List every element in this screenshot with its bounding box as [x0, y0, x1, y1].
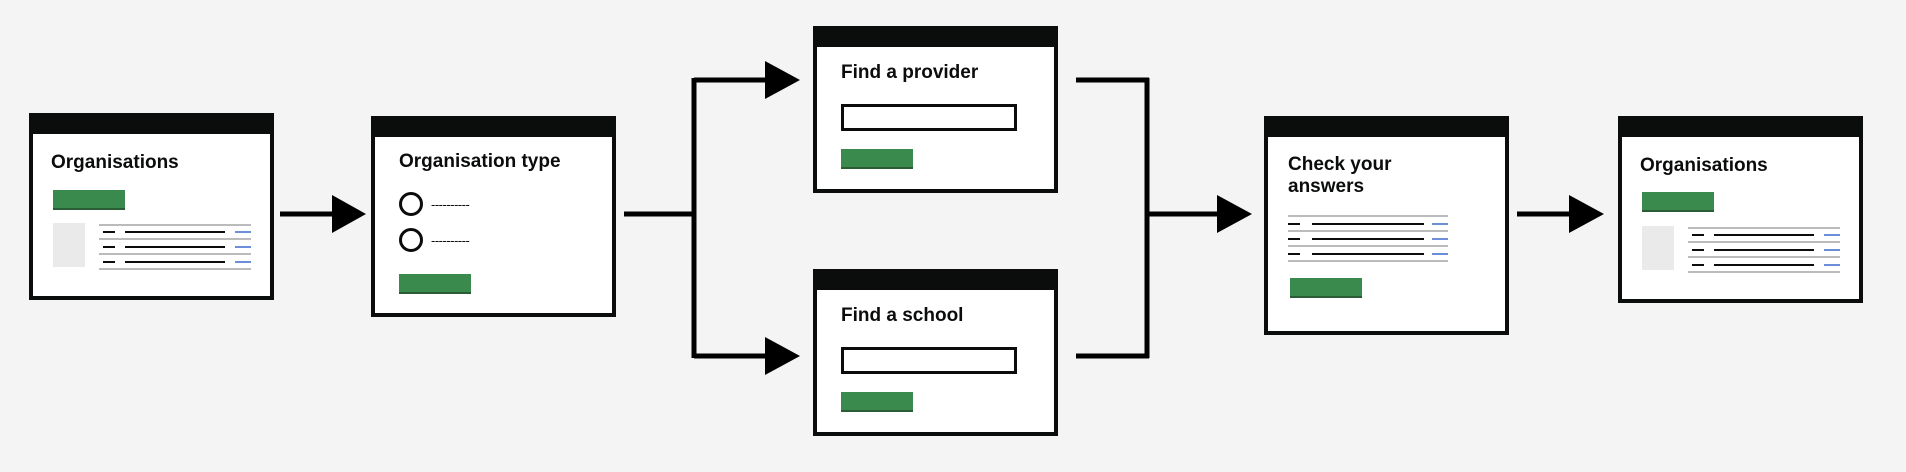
- screen-title: Check your answers: [1288, 154, 1392, 197]
- screen-organisations-start: Organisations: [29, 113, 274, 300]
- radio-option-1: [399, 192, 423, 216]
- browser-bar: [1268, 120, 1505, 137]
- browser-bar: [817, 30, 1054, 47]
- screen-find-school: Find a school: [813, 269, 1058, 436]
- arrowhead-to-organisations: [1569, 195, 1604, 233]
- screen-title: Find a provider: [841, 62, 979, 83]
- browser-bar: [817, 273, 1054, 290]
- browser-bar: [375, 120, 612, 137]
- green-button: [1642, 192, 1714, 212]
- green-button: [399, 274, 471, 294]
- arrowhead-to-provider: [765, 61, 800, 99]
- arrowhead-to-school: [765, 337, 800, 375]
- green-button: [53, 190, 125, 210]
- thumbnail-placeholder: [53, 223, 85, 267]
- green-button: [841, 392, 913, 412]
- arrowhead-to-check: [1217, 195, 1252, 233]
- screen-organisations-end: Organisations: [1618, 116, 1863, 303]
- screen-title: Organisation type: [399, 151, 561, 172]
- screen-title: Find a school: [841, 305, 964, 326]
- screen-title: Organisations: [1640, 155, 1768, 176]
- browser-bar: [1622, 120, 1859, 137]
- green-button: [1290, 278, 1362, 298]
- browser-bar: [33, 117, 270, 134]
- screen-find-provider: Find a provider: [813, 26, 1058, 193]
- screen-title: Organisations: [51, 152, 179, 173]
- radio-label-1: ----------: [431, 197, 470, 212]
- green-button: [841, 149, 913, 169]
- text-input: [841, 347, 1017, 374]
- thumbnail-placeholder: [1642, 226, 1674, 270]
- text-input: [841, 104, 1017, 131]
- radio-option-2: [399, 228, 423, 252]
- radio-label-2: ----------: [431, 233, 470, 248]
- screen-organisation-type: Organisation type ---------- ----------: [371, 116, 616, 317]
- arrowhead-to-type: [332, 195, 366, 233]
- screen-check-answers: Check your answers: [1264, 116, 1509, 335]
